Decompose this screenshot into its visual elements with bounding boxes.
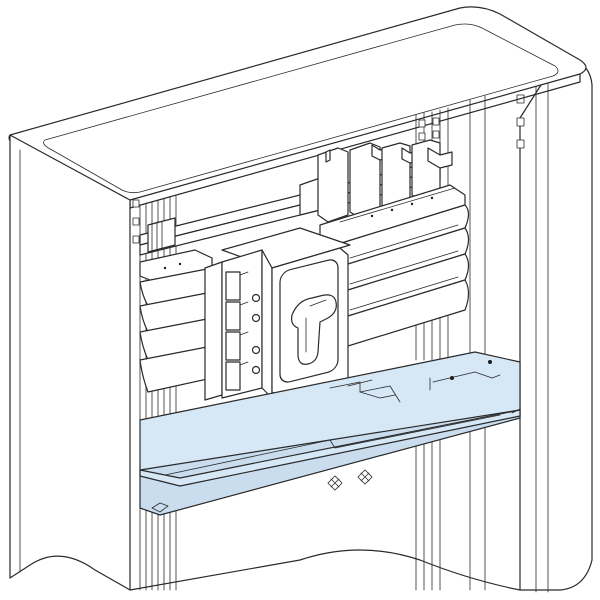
fixing-screw <box>327 475 343 491</box>
fixing-screws <box>327 469 373 491</box>
enclosure-bottom-edge <box>129 549 521 591</box>
top-terminal-connectors <box>299 139 453 223</box>
enclosure-roof <box>8 6 587 209</box>
right-door-panel <box>516 54 593 593</box>
left-busbar-module <box>139 217 216 393</box>
mounting-plate <box>139 351 521 516</box>
left-side-panel <box>9 134 131 591</box>
rotary-handle <box>279 259 339 383</box>
fixing-screw <box>357 469 373 485</box>
